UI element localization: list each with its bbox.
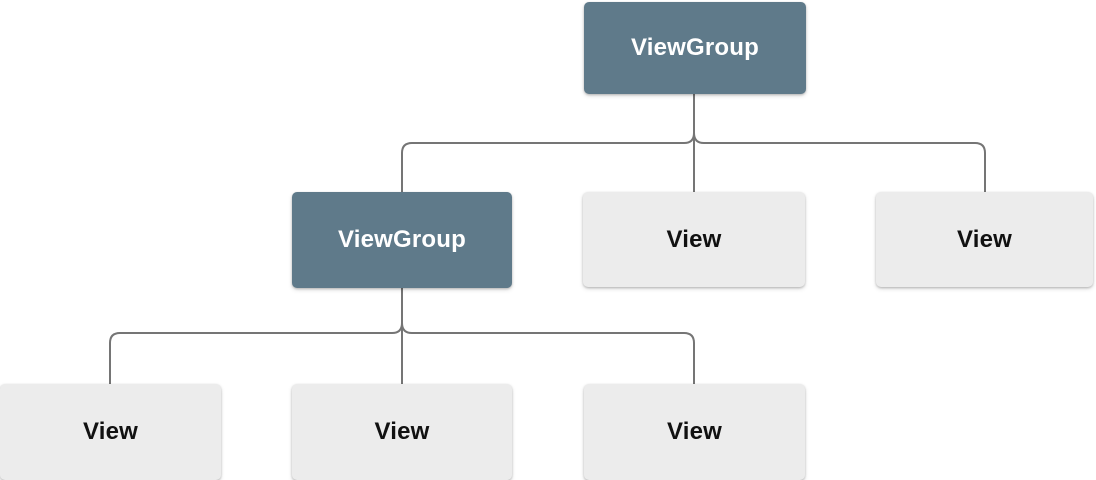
node-view-child-mid-label: View	[666, 225, 722, 253]
edge-viewgroup-child-to-view-leaf-left	[109, 322, 403, 384]
node-view-child-right: View	[876, 192, 1093, 287]
edge-root-to-view-child-right	[693, 132, 986, 192]
node-viewgroup-root: ViewGroup	[584, 2, 806, 94]
node-view-child-mid: View	[583, 192, 805, 287]
edge-viewgroup-child-to-view-leaf-right	[401, 322, 695, 384]
node-view-leaf-left: View	[0, 384, 221, 480]
node-view-leaf-mid: View	[292, 384, 512, 480]
node-view-child-right-label: View	[956, 225, 1013, 253]
node-view-leaf-mid-label: View	[374, 418, 430, 445]
node-viewgroup-child-label: ViewGroup	[337, 226, 467, 253]
node-viewgroup-root-label: ViewGroup	[630, 34, 760, 61]
node-view-leaf-right: View	[584, 384, 805, 480]
node-view-leaf-left-label: View	[82, 418, 139, 445]
node-viewgroup-child: ViewGroup	[292, 192, 512, 288]
node-view-leaf-right-label: View	[666, 418, 723, 445]
edge-root-to-viewgroup-child	[401, 132, 695, 192]
